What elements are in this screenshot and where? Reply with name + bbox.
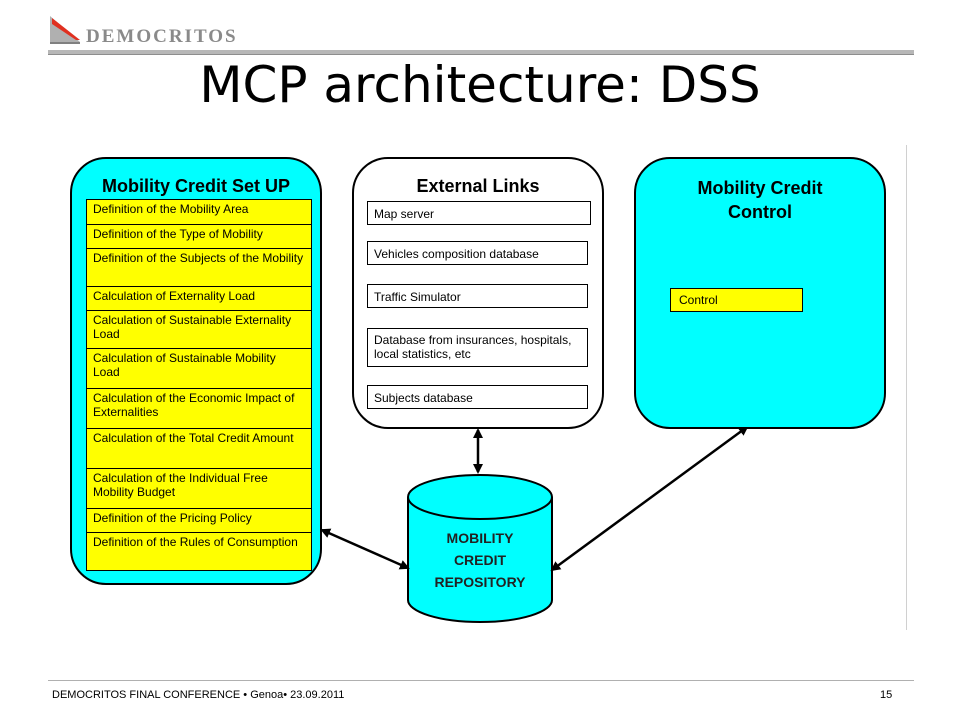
logo-mark-icon [50, 16, 80, 44]
external-link-item: Subjects database [367, 385, 588, 409]
list-item: Definition of the Rules of Consumption [87, 532, 311, 570]
list-item: Calculation of Externality Load [87, 286, 311, 310]
control-panel-title-line1: Mobility Credit [697, 178, 823, 198]
external-link-item: Map server [367, 201, 591, 225]
setup-repo-arrow [320, 528, 410, 570]
list-item: Definition of the Type of Mobility [87, 224, 311, 248]
page-number: 15 [880, 689, 893, 701]
slide-title: MCP architecture: DSS [199, 56, 761, 114]
setup-panel-title: Mobility Credit Set UP [101, 176, 290, 196]
list-item: Calculation of the Total Credit Amount [87, 428, 311, 468]
control-repo-arrow [550, 425, 749, 572]
footer-divider [48, 680, 914, 681]
democritos-logo: DEMOCRITOS [50, 14, 280, 47]
control-panel-title-line2: Control [728, 202, 792, 222]
list-item: Definition of the Pricing Policy [87, 508, 311, 532]
list-item: Calculation of Sustainable Mobility Load [87, 348, 311, 388]
repository-label-line1: MOBILITY [446, 530, 514, 546]
setup-list: Definition of the Mobility Area Definiti… [86, 199, 312, 571]
control-item: Control [670, 288, 803, 312]
repository-cylinder [407, 474, 553, 623]
external-link-item: Traffic Simulator [367, 284, 588, 308]
logo-text: DEMOCRITOS [86, 26, 238, 47]
external-link-item: Vehicles composition database [367, 241, 588, 265]
list-item: Calculation of the Economic Impact of Ex… [87, 388, 311, 428]
repository-label: MOBILITY CREDIT REPOSITORY [410, 527, 550, 593]
list-item: Calculation of Sustainable Externality L… [87, 310, 311, 348]
external-links-title: External Links [416, 176, 540, 196]
footer-text: DEMOCRITOS FINAL CONFERENCE • Genoa• 23.… [52, 689, 345, 701]
repository-label-line3: REPOSITORY [434, 574, 526, 590]
list-item: Definition of the Subjects of the Mobili… [87, 248, 311, 286]
repository-label-line2: CREDIT [453, 552, 507, 568]
external-link-item: Database from insurances, hospitals, loc… [367, 328, 588, 367]
list-item: Definition of the Mobility Area [93, 202, 249, 216]
right-border-line [906, 145, 907, 630]
list-item: Calculation of the Individual Free Mobil… [87, 468, 311, 508]
header-divider [48, 50, 914, 55]
